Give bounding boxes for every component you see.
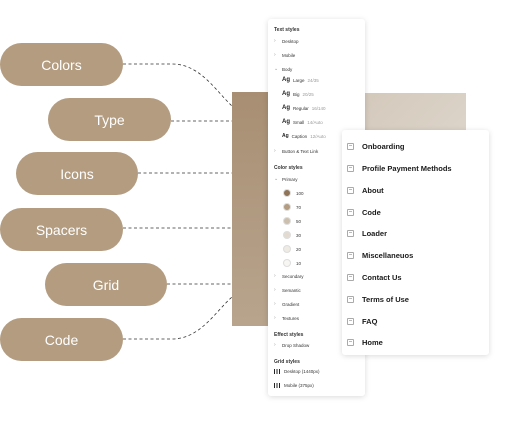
text-group-button-link[interactable]: ›Button & Text Link [274,148,319,154]
swatch-icon [283,245,291,253]
text-group-mobile[interactable]: ›Mobile [274,52,296,58]
grid-style-desktop[interactable]: Desktop (1440px) [274,369,320,374]
page-item-terms-of-use[interactable]: Terms of Use [347,295,409,304]
caret-icon: › [274,148,276,154]
text-styles-title: Text styles [274,27,300,33]
swatch-icon [283,231,291,239]
caret-icon: › [274,52,276,58]
page-icon [347,318,354,325]
swatch-icon [283,203,291,211]
color-swatch-50[interactable]: 50 [283,217,301,225]
category-pill-icons[interactable]: Icons [16,152,138,195]
caret-icon: › [274,287,276,293]
color-group-textures[interactable]: ›Textures [274,315,300,321]
caret-down-icon: ⌄ [274,176,279,182]
page-icon [347,230,354,237]
caret-icon: › [274,315,276,321]
page-item-loader[interactable]: Loader [347,229,387,238]
color-swatch-10[interactable]: 10 [283,259,301,267]
page-item-miscellaneous[interactable]: Miscellaneuos [347,251,413,260]
grid-styles-title: Grid styles [274,359,300,365]
color-swatch-30[interactable]: 30 [283,231,301,239]
category-pill-code[interactable]: Code [0,318,123,361]
grid-icon [274,369,280,374]
page-icon [347,187,354,194]
page-icon [347,252,354,259]
caret-icon: › [274,342,276,348]
category-pill-spacers[interactable]: Spacers [0,208,123,251]
page-item-profile-payment-methods[interactable]: Profile Payment Methods [347,164,452,173]
swatch-icon [283,189,291,197]
effect-styles-title: Effect styles [274,332,304,338]
color-group-secondary[interactable]: ›Secondary [274,273,304,279]
page-icon [347,165,354,172]
grid-icon [274,383,280,388]
effect-drop-shadow[interactable]: ›Drop Shadow [274,342,310,348]
category-pill-type[interactable]: Type [48,98,171,141]
caret-icon: › [274,38,276,44]
page-item-about[interactable]: About [347,186,384,195]
text-group-body[interactable]: ⌄Body [274,66,293,72]
page-icon [347,296,354,303]
color-group-gradient[interactable]: ›Gradient [274,301,300,307]
color-group-primary[interactable]: ⌄Primary [274,176,298,182]
color-swatch-70[interactable]: 70 [283,203,301,211]
color-group-semantic[interactable]: ›Semantic [274,287,301,293]
page-item-code[interactable]: Code [347,208,381,217]
color-swatch-100[interactable]: 100 [283,189,304,197]
swatch-icon [283,259,291,267]
grid-style-mobile[interactable]: Mobile (375px) [274,383,314,388]
page-icon [347,339,354,346]
category-pill-colors[interactable]: Colors [0,43,123,86]
caret-down-icon: ⌄ [274,66,279,72]
color-styles-title: Color styles [274,165,303,171]
category-pill-grid[interactable]: Grid [45,263,167,306]
page-icon [347,209,354,216]
page-item-faq[interactable]: FAQ [347,317,377,326]
connector-code [123,296,233,340]
page-icon [347,143,354,150]
page-item-onboarding[interactable]: Onboarding [347,142,405,151]
page-icon [347,274,354,281]
page-item-contact-us[interactable]: Contact Us [347,273,402,282]
pages-panel: Onboarding Profile Payment Methods About… [342,130,489,355]
page-item-home[interactable]: Home [347,338,383,347]
swatch-icon [283,217,291,225]
text-group-desktop[interactable]: ›Desktop [274,38,299,44]
caret-icon: › [274,301,276,307]
color-swatch-20[interactable]: 20 [283,245,301,253]
caret-icon: › [274,273,276,279]
connector-colors [123,63,233,107]
